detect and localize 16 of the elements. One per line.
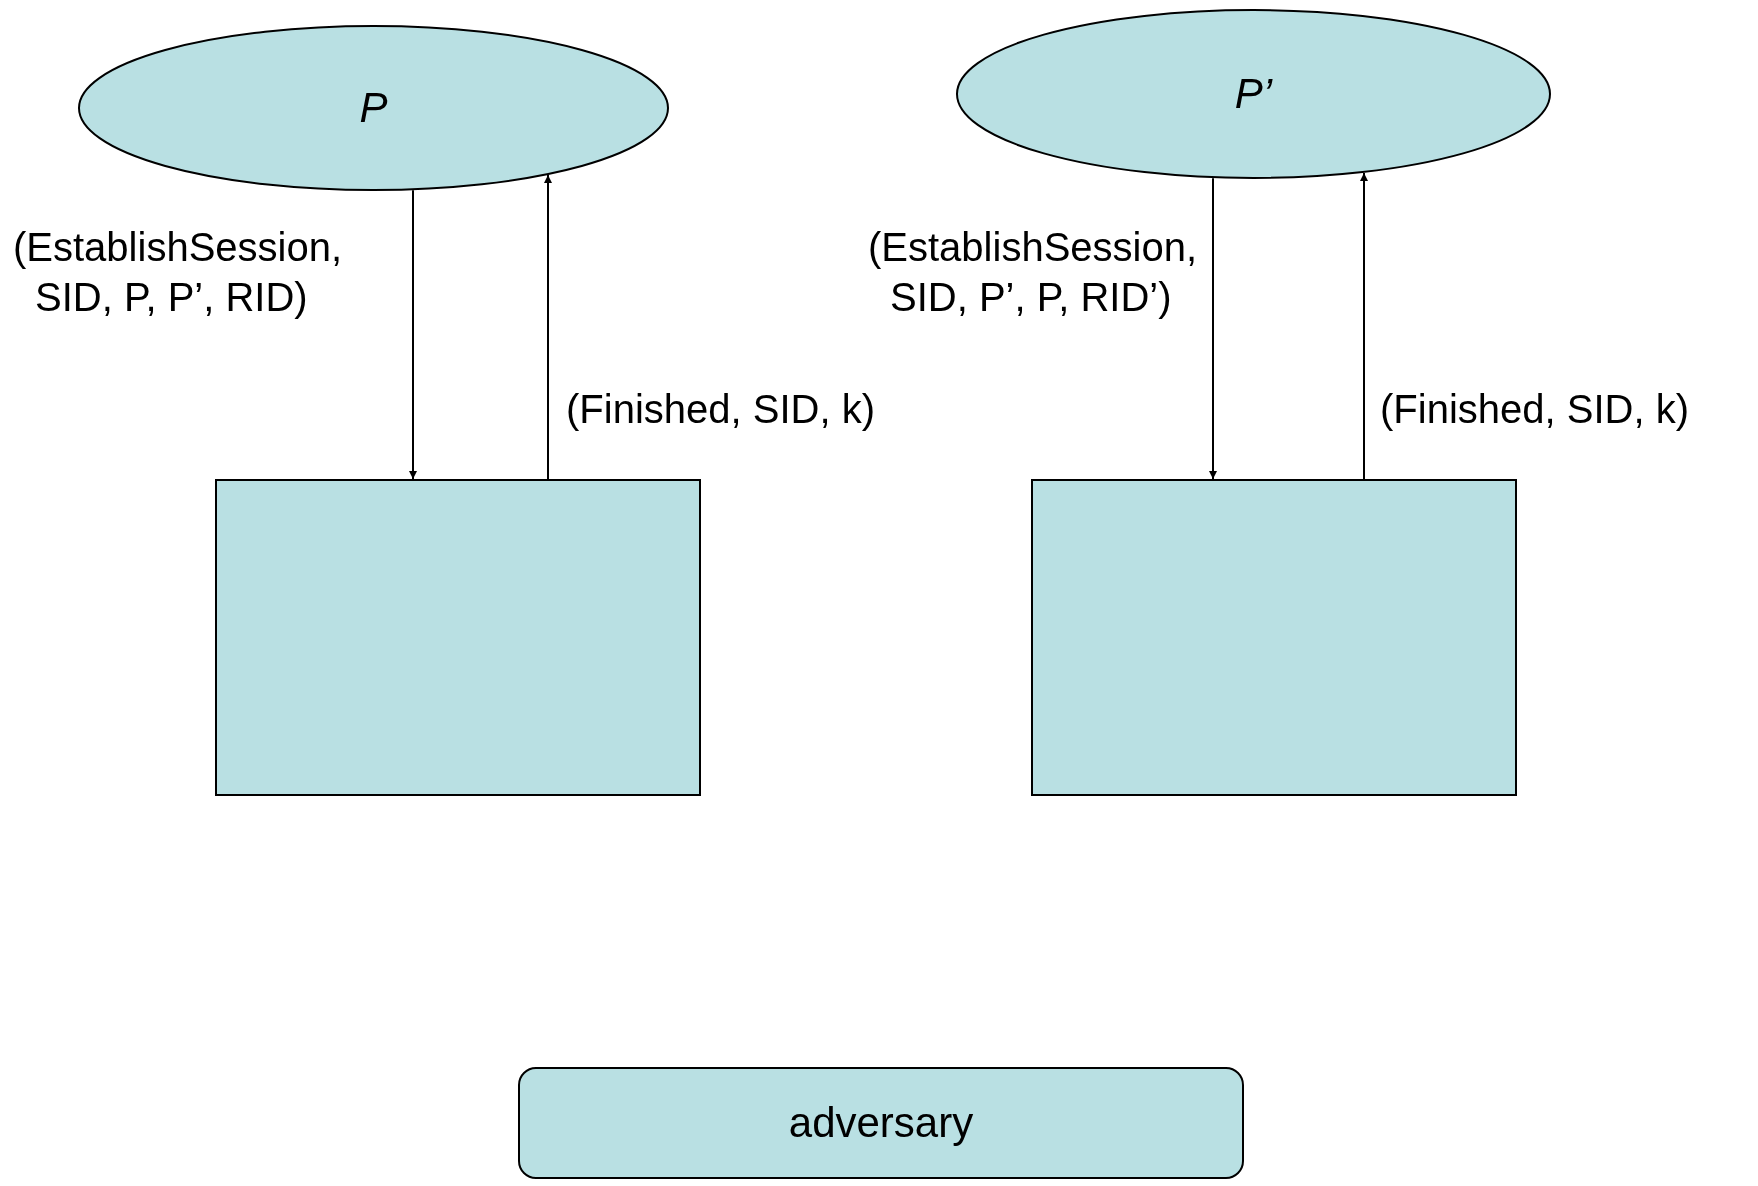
node-label: P [359,84,388,132]
arrow [409,189,417,480]
ellipse-node [956,9,1551,179]
arrow [1209,177,1217,480]
edge-label: (Finished, SID, k) [566,386,876,433]
edge-label: (EstablishSession, SID, P’, P, RID’) [868,224,1199,321]
rectangle-box [215,479,701,796]
ellipse-node [78,25,669,191]
edge-label: (EstablishSession, SID, P, P’, RID) [13,224,344,321]
arrow [1360,171,1368,480]
node-label: P’ [1234,70,1273,118]
rectangle-box [1031,479,1517,796]
node-label: adversary [788,1099,974,1147]
rounded-box [518,1067,1244,1179]
edge-label: (Finished, SID, k) [1380,386,1690,433]
arrow [544,174,552,480]
